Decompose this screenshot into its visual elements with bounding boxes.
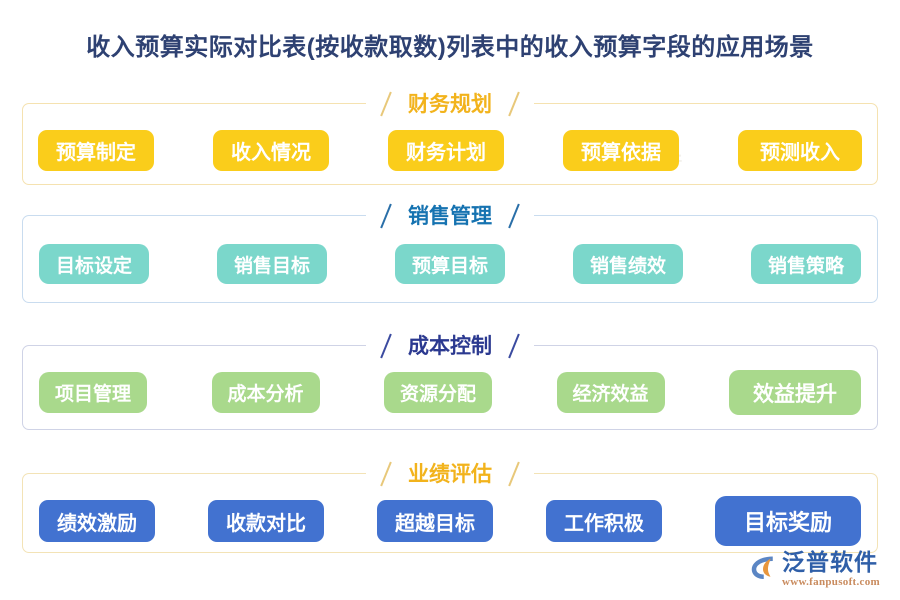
pill-row-performance-evaluation: 绩效激励 收款对比 超越目标 工作积极 目标奖励	[23, 496, 877, 546]
pill-item[interactable]: 超越目标	[376, 500, 493, 542]
section-header-financial-planning: 财务规划	[23, 85, 877, 123]
pill-item[interactable]: 收款对比	[207, 500, 324, 542]
brand-name: 泛普软件	[782, 549, 878, 575]
pill-item[interactable]: 销售策略	[750, 244, 861, 284]
slash-right-icon	[508, 91, 520, 117]
pill-item[interactable]: 收入情况	[213, 130, 329, 171]
brand-logo: 泛普软件 www.fanpusoft.com	[748, 551, 880, 588]
section-sales-management: 销售管理 目标设定 销售目标 预算目标 销售绩效 销售策略	[22, 203, 878, 303]
pill-row-financial-planning: 预算制定 收入情况 财务计划 预算依据 预测收入	[23, 130, 877, 171]
brand-url: www.fanpusoft.com	[782, 576, 880, 588]
slash-right-icon	[508, 461, 520, 487]
pill-item[interactable]: 绩效激励	[39, 500, 155, 542]
section-header-performance-evaluation: 业绩评估	[23, 455, 877, 493]
section-header-sales-management: 销售管理	[23, 197, 877, 235]
pill-row-sales-management: 目标设定 销售目标 预算目标 销售绩效 销售策略	[23, 244, 877, 284]
pill-item[interactable]: 目标奖励	[714, 496, 861, 546]
slash-left-icon	[380, 333, 392, 359]
section-title: 业绩评估	[408, 462, 492, 486]
pill-item[interactable]: 预算目标	[394, 244, 505, 284]
pill-item[interactable]: 项目管理	[39, 372, 148, 413]
pill-item[interactable]: 预算制定	[38, 130, 154, 171]
page-title: 收入预算实际对比表(按收款取数)列表中的收入预算字段的应用场景	[86, 34, 814, 61]
pill-item[interactable]: 销售绩效	[572, 244, 683, 284]
section-cost-control: 成本控制 项目管理 成本分析 资源分配 经济效益 效益提升	[22, 333, 878, 430]
section-title: 销售管理	[408, 204, 492, 228]
section-performance-evaluation: 业绩评估 绩效激励 收款对比 超越目标 工作积极 目标奖励	[22, 461, 878, 553]
pill-item[interactable]: 预算依据	[563, 130, 679, 171]
slash-left-icon	[380, 91, 392, 117]
pill-item[interactable]: 经济效益	[556, 372, 665, 413]
section-header-cost-control: 成本控制	[23, 327, 877, 365]
fanpu-logo-icon	[751, 556, 773, 579]
section-financial-planning: 财务规划 预算制定 收入情况 财务计划 预算依据 预测收入	[22, 91, 878, 185]
section-title: 成本控制	[408, 334, 492, 358]
pill-item[interactable]: 预测收入	[738, 130, 862, 171]
pill-item[interactable]: 工作积极	[545, 500, 662, 542]
pill-item[interactable]: 销售目标	[216, 244, 327, 284]
pill-item[interactable]: 成本分析	[211, 372, 320, 413]
pill-item[interactable]: 效益提升	[729, 370, 861, 415]
pill-item[interactable]: 财务计划	[388, 130, 504, 171]
pill-item[interactable]: 目标设定	[39, 244, 150, 284]
slash-right-icon	[508, 333, 520, 359]
section-title: 财务规划	[408, 92, 492, 116]
slash-left-icon	[380, 461, 392, 487]
slash-left-icon	[380, 203, 392, 229]
slash-right-icon	[508, 203, 520, 229]
pill-row-cost-control: 项目管理 成本分析 资源分配 经济效益 效益提升	[23, 370, 877, 415]
pill-item[interactable]: 资源分配	[384, 372, 493, 413]
